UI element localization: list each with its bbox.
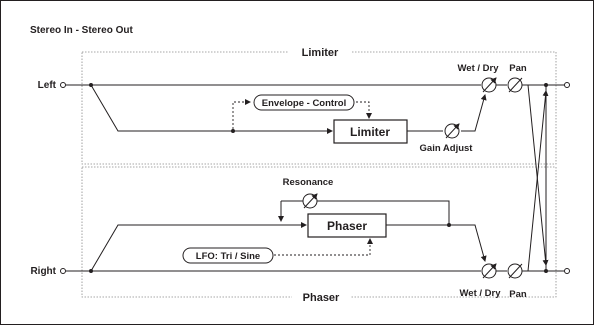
lfo-box: LFO: Tri / Sine — [182, 247, 274, 264]
left-wet-dry-knob: Wet / Dry — [457, 63, 499, 93]
left-dry-path — [66, 83, 481, 87]
output-mix-paths — [522, 83, 564, 273]
left-pan-knob: Pan — [507, 63, 527, 93]
lfo-path — [274, 238, 373, 256]
resonance-knob: Resonance — [283, 177, 334, 209]
phaser-block-label: Phaser — [327, 219, 367, 233]
envelope-control-label: Envelope - Control — [262, 98, 346, 109]
right-wet-path — [90, 222, 487, 272]
left-output-terminal — [564, 82, 570, 88]
limiter-section-label: Limiter — [302, 47, 339, 59]
limiter-section-frame: Limiter — [81, 46, 557, 165]
right-pan-knob: Pan — [507, 263, 527, 300]
right-pan-label: Pan — [509, 289, 527, 300]
phaser-section-label: Phaser — [303, 292, 340, 304]
right-wet-dry-label: Wet / Dry — [459, 288, 501, 299]
right-output-terminal — [564, 268, 570, 274]
left-wet-path — [90, 84, 487, 134]
lfo-label: LFO: Tri / Sine — [196, 251, 260, 262]
gain-adjust-label: Gain Adjust — [420, 143, 474, 154]
right-dry-path — [66, 269, 481, 273]
resonance-feedback-path — [278, 200, 450, 225]
phaser-section-frame: Phaser — [81, 166, 557, 304]
phaser-block: Phaser — [307, 213, 387, 238]
limiter-block: Limiter — [333, 119, 408, 144]
envelope-control-box: Envelope - Control — [253, 94, 355, 111]
gain-adjust-knob: Gain Adjust — [420, 123, 474, 154]
resonance-label: Resonance — [283, 177, 334, 188]
left-input-label: Left — [38, 80, 57, 91]
right-input-terminal — [60, 268, 66, 274]
right-input-label: Right — [30, 266, 56, 277]
limiter-block-label: Limiter — [350, 125, 390, 139]
diagram-title: Stereo In - Stereo Out — [30, 25, 133, 36]
left-wet-dry-label: Wet / Dry — [457, 63, 499, 74]
envelope-control-path — [232, 99, 372, 129]
right-wet-dry-knob: Wet / Dry — [459, 263, 501, 299]
left-input-terminal — [60, 82, 66, 88]
left-pan-label: Pan — [509, 63, 527, 74]
